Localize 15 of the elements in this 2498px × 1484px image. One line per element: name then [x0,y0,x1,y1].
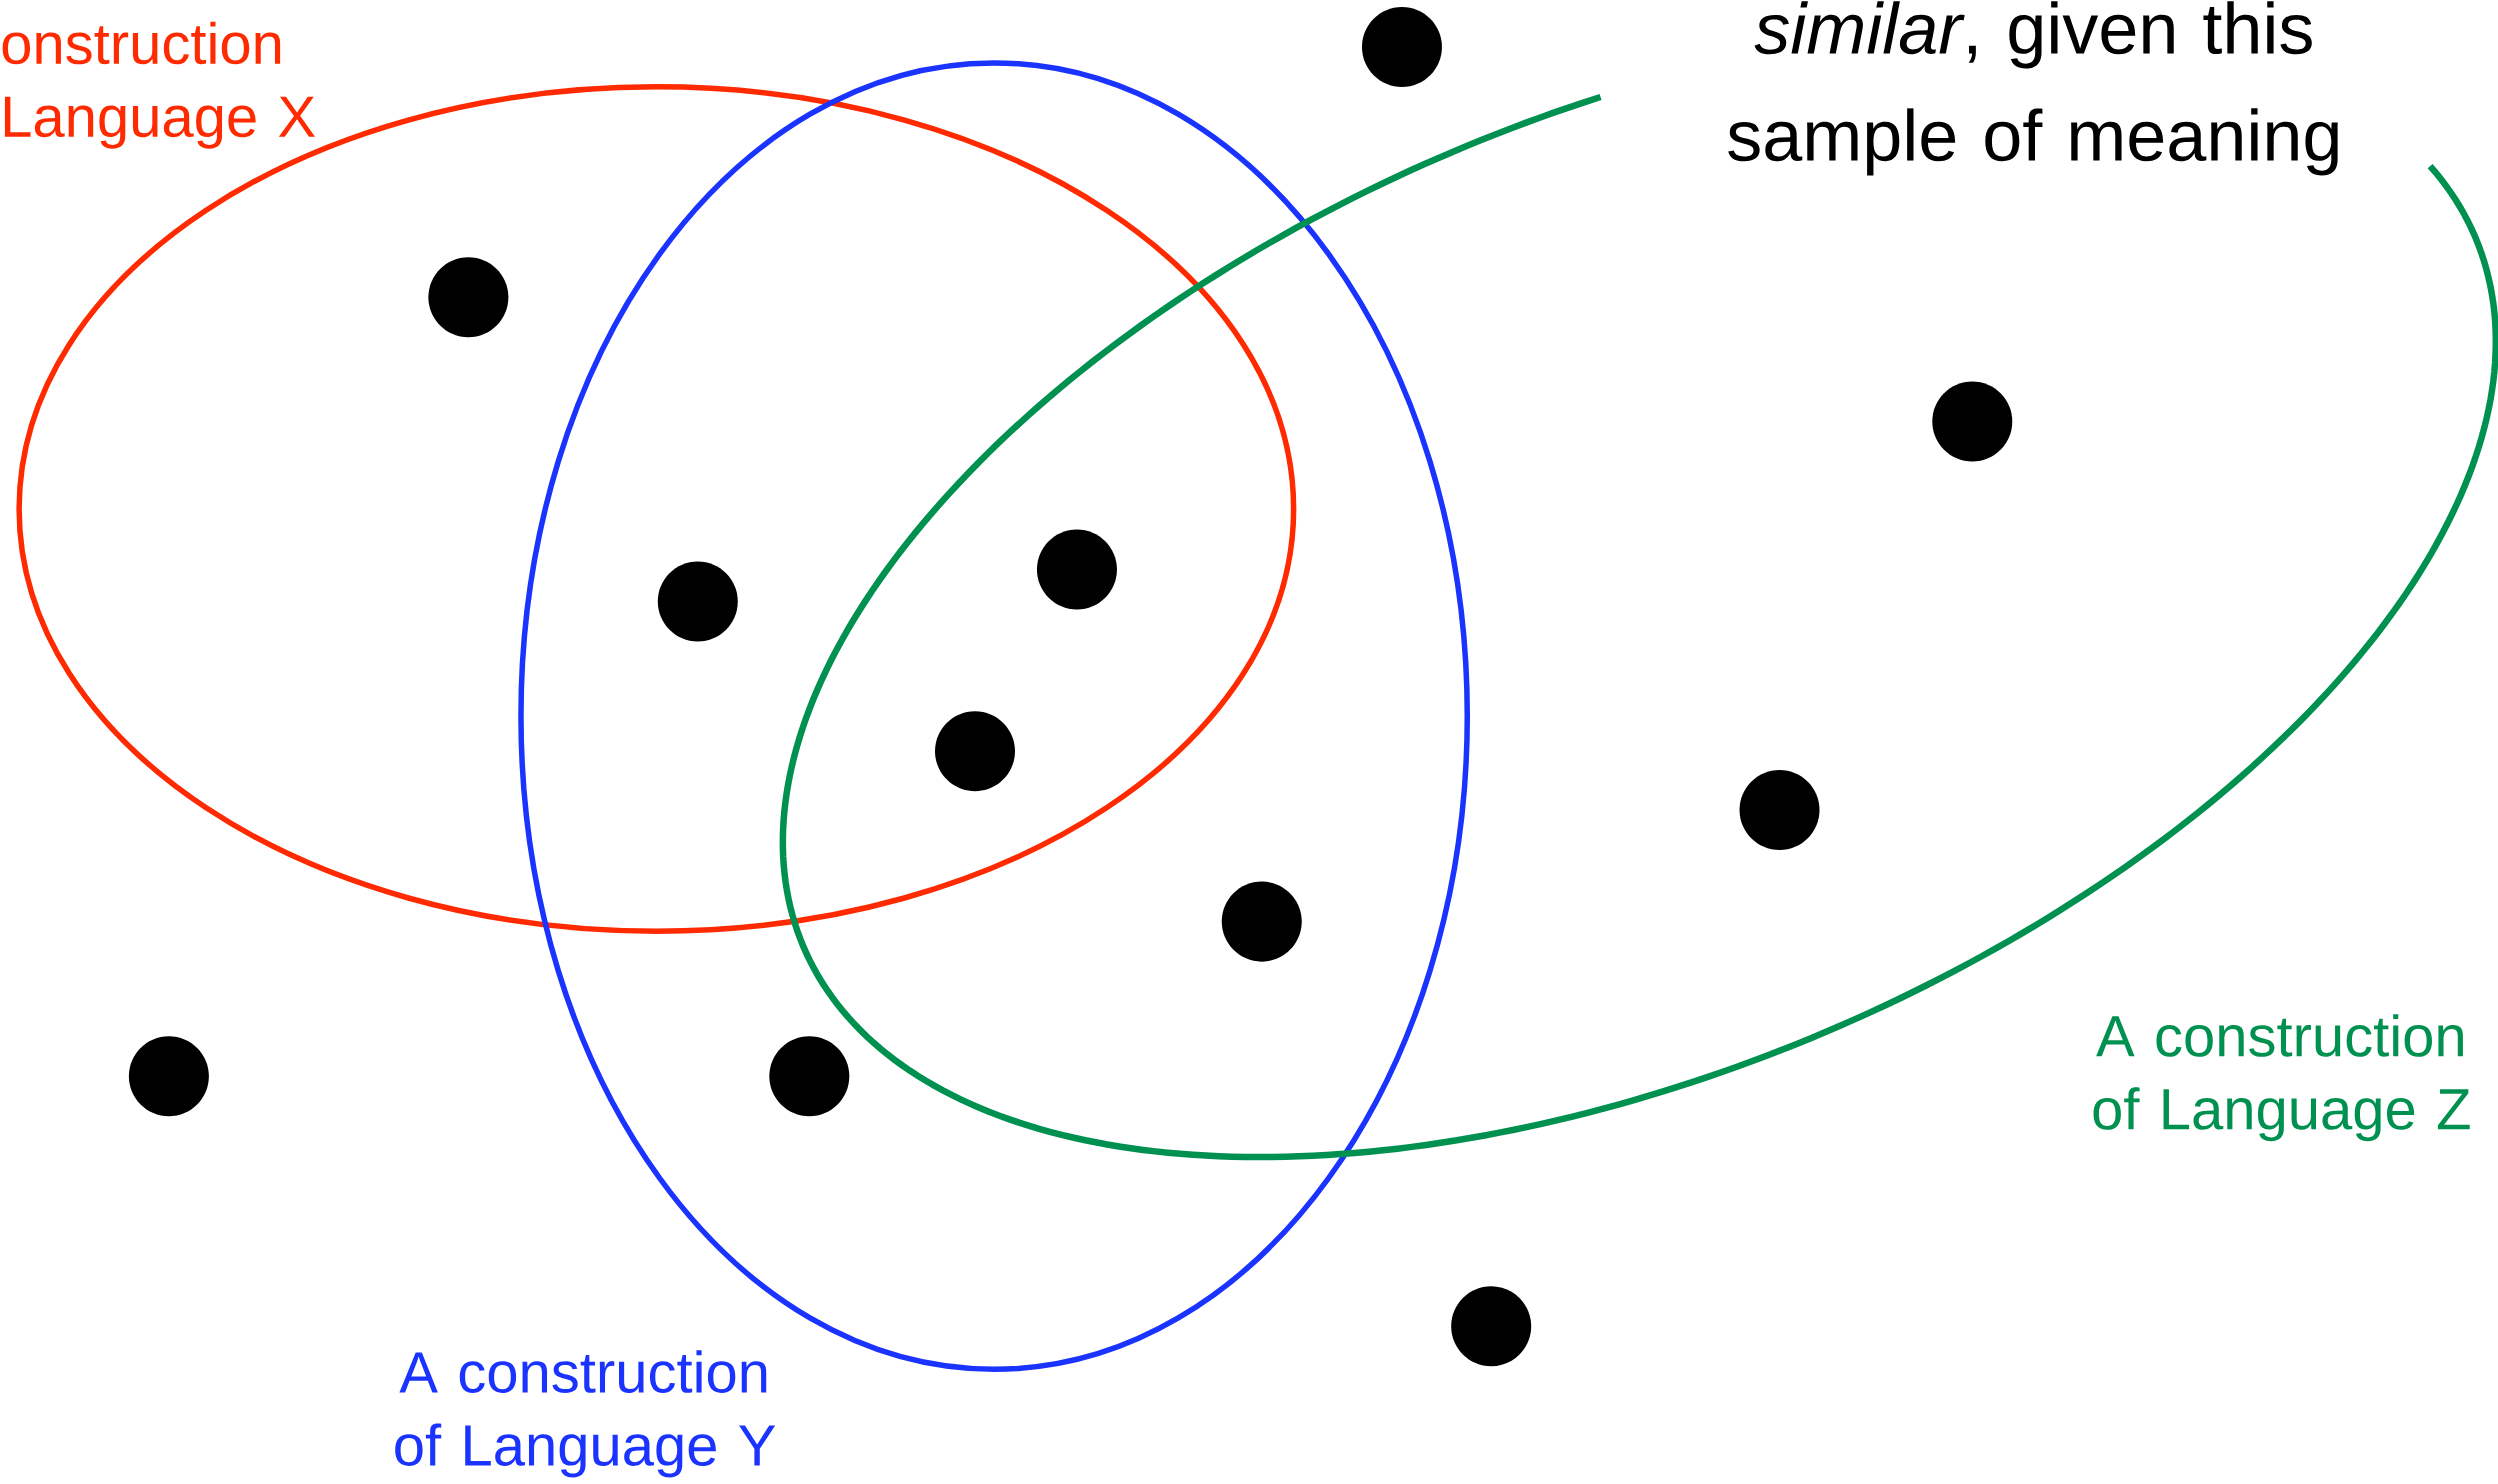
ellipse-label: onstruction Language X [2,21,315,149]
dot [1451,1286,1532,1367]
dot [1221,881,1302,962]
dot [769,1036,850,1117]
ellipse-label: A construction of Language Y [395,1350,776,1478]
annotation-text: similar, given this sample of meaning [1728,1,2338,176]
dot [128,1036,209,1117]
dot [1932,381,2013,462]
dot [1036,529,1117,610]
dot [1739,770,1820,851]
dot [657,561,738,642]
dot [935,711,1015,792]
ellipse-label: A construction of Language Z [2093,1014,2470,1142]
dot [428,257,509,338]
dot [1361,7,1442,87]
